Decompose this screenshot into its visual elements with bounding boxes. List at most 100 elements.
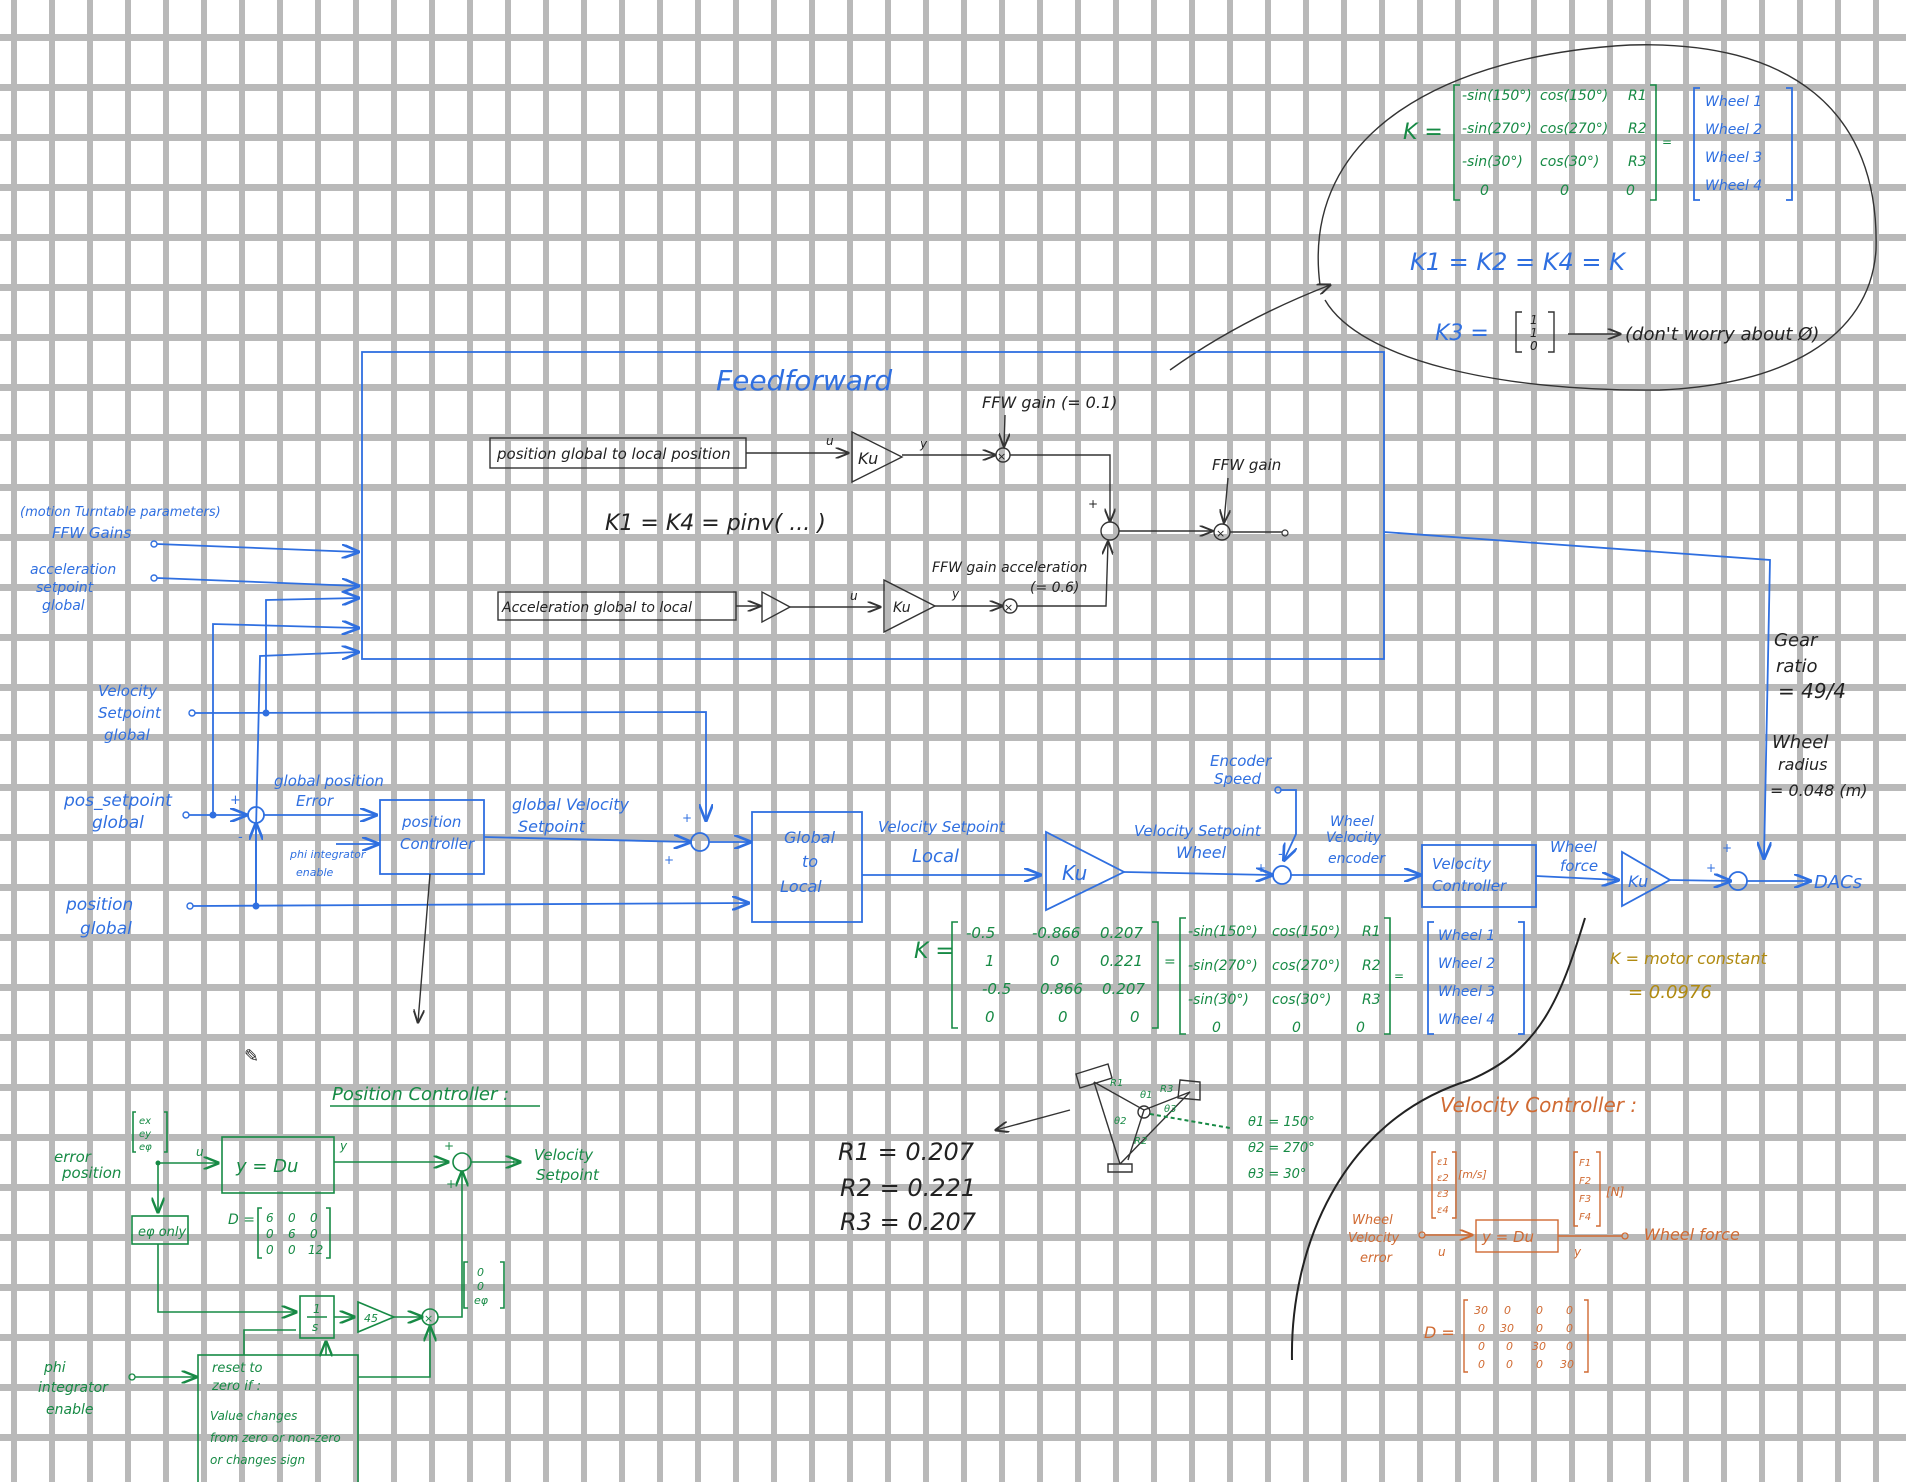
ffw-gain-acc-value: (= 0.6) [1030,580,1079,596]
k-top-wheel2: Wheel 2 [1705,122,1762,138]
k-top-r0c1: cos(150°) [1540,88,1608,104]
err-vec-0: ex [139,1116,151,1127]
k-main-s-r1c1: cos(270°) [1272,958,1340,974]
d-r2c2: 12 [308,1243,323,1257]
vel-in-vec-3: ε4 [1437,1205,1449,1216]
encoder-speed-line1: Encoder [1210,752,1272,770]
error-position-line1: error [54,1148,92,1166]
feedforward-section: Feedforward position global to local pos… [361,351,1770,858]
wheel-vel-encoder-line1: Wheel [1330,814,1374,830]
k-main-s-r0c1: cos(150°) [1272,924,1340,940]
wheel-vel-error-line2: Velocity [1348,1231,1400,1246]
svg-text:=: = [1164,954,1176,970]
pos-ctrl-plus-2: + [446,1177,456,1191]
phi-integrator-line2: enable [296,866,334,879]
ff-k-eq: K1 = K4 = pinv( ... ) [605,511,826,536]
k-main-s-r1c2: R2 [1362,958,1381,974]
ff-gain-ku-1 [851,430,904,484]
phi-enable-line3: enable [46,1402,93,1418]
global-pos-error-line1: global position [274,772,384,790]
k-main-wheel4: Wheel 4 [1438,1012,1495,1028]
d-r0c0: 6 [266,1211,274,1225]
vd-r0c2: 0 [1536,1304,1543,1317]
k-main-label: K = [914,939,954,964]
k-top-r0c2: R1 [1628,88,1647,104]
k-main-s-r2c1: cos(30°) [1272,992,1331,1008]
ffw-gains-label: FFW Gains [52,524,131,542]
pos-ctrl-plus-1: + [444,1139,454,1153]
k-top-r3c1: 0 [1560,183,1569,199]
vel-setpoint-line3: global [104,726,151,744]
k-top-wheel4: Wheel 4 [1705,178,1762,194]
k-top-r0c0: -sin(150°) [1462,88,1532,104]
velocity-controller-line2: Controller [1432,877,1507,895]
vd-r1c2: 0 [1536,1322,1543,1335]
vd-r0c1: 0 [1504,1304,1511,1317]
position-controller-line1: position [401,813,461,831]
phi-enable-line1: phi [43,1360,66,1376]
y-du-block [221,1136,335,1194]
k-matrix-top-bubble: K = -sin(150°) cos(150°) R1 -sin(270°) c… [1169,44,1877,391]
k-top-r3c2: 0 [1626,183,1635,199]
y-du-label: y = Du [235,1156,298,1177]
vd-r3c3: 30 [1560,1358,1574,1371]
velocity-sum [690,832,710,852]
ff-y-1: y [919,437,928,451]
theta3-value: θ3 = 30° [1248,1167,1306,1182]
geo-theta1: θ1 [1140,1090,1152,1101]
wheel-force-line2: force [1560,857,1598,875]
gear-ratio-line2: ratio [1776,656,1818,677]
k-main-r0c2: 0.207 [1100,924,1143,942]
dacs-label: DACs [1814,872,1862,893]
vel-ctrl-title: Velocity Controller : [1440,1093,1637,1117]
geo-r1: R1 [1110,1078,1123,1089]
vd-r2c1: 0 [1506,1340,1513,1353]
ephi-only-block [131,1215,189,1245]
ffw-gain-label: FFW gain (= 0.1) [982,393,1117,412]
ff-u-1: u [826,434,834,448]
vel-wheel-force: Wheel force [1644,1225,1740,1244]
feedforward-box [361,351,1385,660]
k-top-r1c0: -sin(270°) [1462,121,1532,137]
k-top-r2c1: cos(30°) [1540,154,1599,170]
pos-setpoint-line2: global [92,813,144,833]
k-main-s-r3c0: 0 [1212,1020,1221,1036]
svg-text:✎: ✎ [244,1046,259,1067]
d-r1c2: 0 [310,1227,318,1241]
global-pos-error-line2: Error [296,792,334,810]
global-to-local-block [751,811,863,923]
feedforward-title: Feedforward [716,364,892,397]
acc-setpoint-line2: setpoint [36,580,94,596]
k-matrix-main: K = -0.5 -0.866 0.207 1 0 0.221 -0.5 0.8… [914,917,1586,1361]
k-top-r1c1: cos(270°) [1540,121,1608,137]
dac-sum [1728,871,1748,891]
vel-out-vec-0: F1 [1579,1158,1591,1169]
r1-value: R1 = 0.207 [838,1138,975,1166]
vel-setpoint-line2: Setpoint [98,704,162,722]
svg-text:×: × [997,450,1006,463]
inputs-section: (motion Turntable parameters) FFW Gains … [20,505,748,939]
k-main-wheel1: Wheel 1 [1438,928,1495,944]
pos-ctrl-vel-setpoint-line2: Setpoint [536,1166,600,1184]
reset-text-2: zero if : [211,1379,261,1394]
k-top-r3c0: 0 [1480,183,1489,199]
global-to-local-line3: Local [780,877,822,896]
encoder-speed-line2: Speed [1214,770,1262,788]
vel-setpoint-wheel-line1: Velocity Setpoint [1134,822,1262,840]
global-vel-setpoint-line2: Setpoint [518,817,586,836]
reset-text-1: reset to [212,1361,262,1376]
k-main-wheel2: Wheel 2 [1438,956,1495,972]
err-vec-1: ey [139,1129,152,1140]
global-vel-setpoint-line1: global Velocity [512,795,629,814]
vd-r0c0: 30 [1474,1304,1488,1317]
vel-in-vec-0: ε1 [1437,1157,1449,1168]
out-vec-1: 0 [477,1280,484,1293]
k-main-r3c2: 0 [1130,1008,1140,1026]
geo-theta2: θ2 [1114,1116,1126,1127]
k-main-r1c1: 0 [1050,952,1060,970]
reset-logic-block [197,1354,359,1482]
ephi-only-label: eφ only [138,1225,187,1240]
vel-out-vec-2: F3 [1579,1194,1591,1205]
pos-ctrl-u: u [196,1145,204,1159]
k-main-r2c1: 0.866 [1040,980,1083,998]
